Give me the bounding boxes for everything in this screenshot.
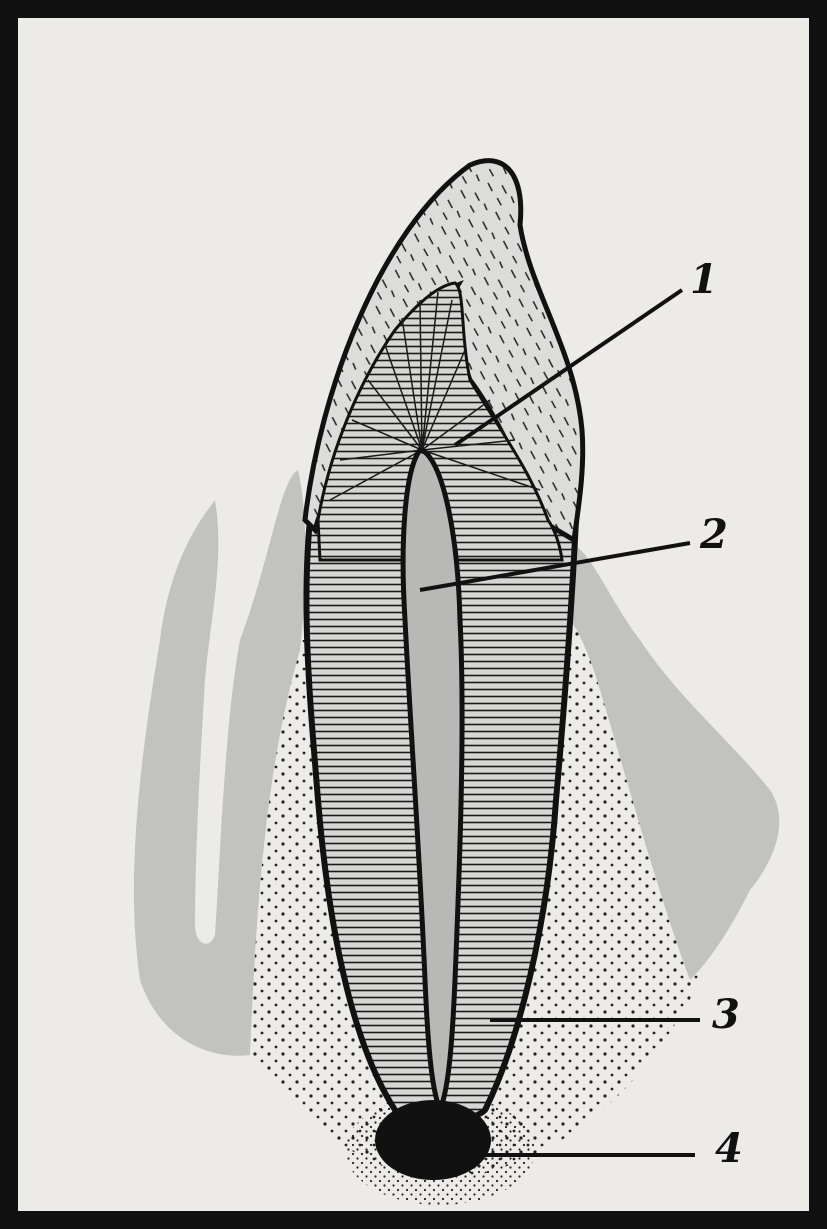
label-2: 2: [699, 511, 728, 558]
label-1: 1: [690, 256, 718, 303]
label-3: 3: [712, 991, 740, 1038]
apical-mass: [375, 1100, 491, 1180]
label-4: 4: [715, 1125, 743, 1172]
